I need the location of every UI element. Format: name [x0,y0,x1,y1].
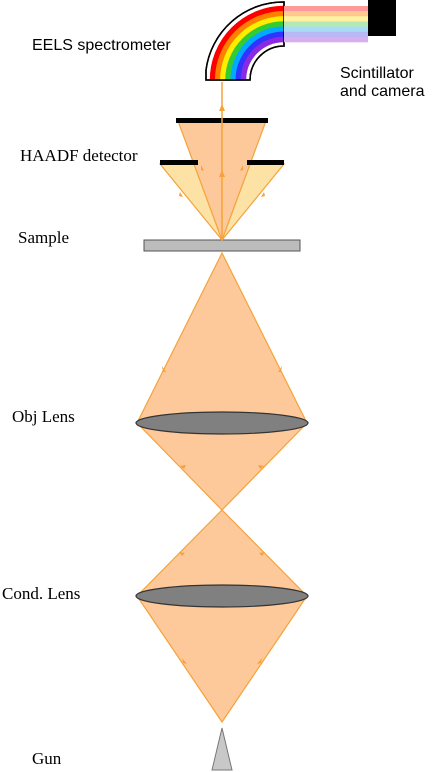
eels-spectrometer [205,1,285,81]
central-beam-arrow-2 [219,170,225,177]
haadf-detector-right [247,160,284,165]
spectrum-band [284,11,368,17]
beam-arrowheads [162,366,282,664]
spectrum-band [284,36,368,43]
spectrum-arc [214,10,284,80]
spectrum-band [284,6,368,12]
haadf-label: HAADF detector [20,146,138,165]
beam-crossover-to-obj [135,422,309,511]
spectrum-arc [240,36,284,80]
beam-gun-to-cond [135,595,309,724]
eels-label: EELS spectrometer [32,37,171,54]
beam-obj-to-sample [136,251,308,424]
gun-tip [211,727,233,771]
haadf-detector-left [160,160,198,165]
spectrum-arc [225,21,284,80]
gun-label: Gun [32,749,62,768]
spectrum-band [284,16,368,22]
spectrum-arc [230,26,284,80]
sample-label: Sample [18,228,69,247]
spectrum-band [284,26,368,33]
obj-lens-label: Obj Lens [12,407,75,426]
spectrum-bands [284,6,368,43]
spectrum-band [284,21,368,27]
spectrum-arc [209,5,284,80]
central-beam-arrow-1 [219,104,225,111]
beam-cond-to-crossover [135,509,309,597]
spectrum-arc [220,16,284,80]
condenser-lens [135,584,309,608]
spectrum-band [284,31,368,38]
scintillator-camera [368,0,396,36]
objective-lens [135,411,309,435]
cone-arrowheads [179,165,265,197]
cond-lens-label: Cond. Lens [2,584,80,603]
scintillator-label-line2: and camera [340,83,425,100]
spectrum-arc [235,31,284,80]
scintillator-label-line1: Scintillator [340,65,414,82]
